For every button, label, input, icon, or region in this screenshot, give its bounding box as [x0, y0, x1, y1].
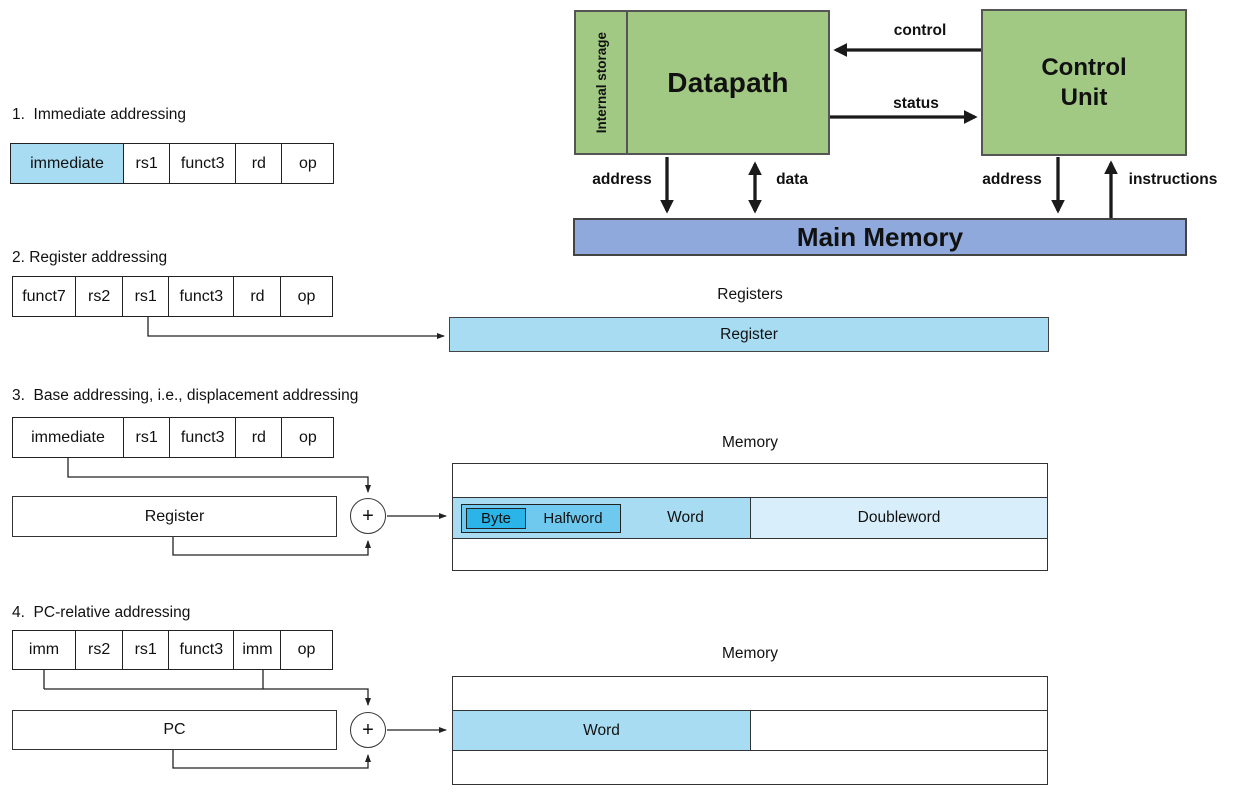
adder-circle: + — [350, 498, 386, 534]
memory-row-empty-bottom — [453, 538, 1047, 570]
instruction-format-row-4: imm rs2 rs1 funct3 imm op — [12, 630, 334, 670]
field-rs2: rs2 — [74, 630, 124, 670]
field-funct3: funct3 — [167, 630, 235, 670]
memory-row-empty-top — [453, 677, 1047, 710]
field-funct3: funct3 — [169, 143, 237, 184]
control-unit-label-wrap: Control Unit — [983, 11, 1185, 154]
field-rd: rd — [233, 276, 282, 317]
register-box-label: Register — [144, 507, 205, 525]
memory-title-3: Memory — [722, 434, 778, 451]
registers-title: Registers — [717, 286, 783, 303]
control-unit-box: Control Unit — [981, 9, 1187, 156]
field-imm-2: imm — [233, 630, 282, 670]
adder-circle-2: + — [350, 712, 386, 748]
doubleword-region: Doubleword — [750, 498, 1047, 538]
empty-region — [751, 711, 1047, 750]
pc-box: PC — [12, 710, 337, 750]
halfword-label: Halfword — [543, 509, 603, 527]
rs1-to-register-connector — [147, 317, 445, 339]
instruction-format-row-2: funct7 rs2 rs1 funct3 rd op — [12, 276, 334, 317]
field-rs1: rs1 — [122, 143, 171, 184]
field-rd: rd — [234, 143, 283, 184]
field-imm: imm — [12, 630, 76, 670]
section-3-title: 3. Base addressing, i.e., displacement a… — [12, 387, 359, 404]
internal-storage-label: Internal storage — [593, 31, 609, 134]
memory-row-empty-top — [453, 464, 1047, 497]
memory-table-3: Byte Halfword Word Doubleword — [452, 463, 1048, 571]
memory-table-4: Word — [452, 676, 1048, 785]
field-op: op — [281, 417, 335, 458]
memory-row-data: Word — [453, 710, 1047, 750]
halfword-box: Byte Halfword — [461, 503, 621, 533]
field-op: op — [280, 630, 334, 670]
field-op: op — [281, 143, 335, 184]
field-rd: rd — [234, 417, 283, 458]
section-1-title: 1. Immediate addressing — [12, 106, 187, 123]
field-op: op — [280, 276, 334, 317]
immediate-to-adder-connector — [67, 458, 371, 493]
plus-sign: + — [362, 504, 374, 527]
register-box: Register — [12, 496, 337, 537]
register-to-adder-connector — [172, 537, 371, 556]
address-left-arrow-label: address — [592, 171, 652, 188]
field-immediate: immediate — [12, 417, 124, 458]
field-rs1: rs1 — [122, 276, 170, 317]
instruction-format-row-1: immediate rs1 funct3 rd op — [10, 143, 335, 184]
datapath-box: Internal storage Datapath — [574, 10, 830, 155]
section-2-title: 2. Register addressing — [12, 249, 168, 266]
field-funct7: funct7 — [12, 276, 76, 317]
data-arrow-label: data — [776, 171, 808, 188]
field-rs2: rs2 — [74, 276, 124, 317]
memory-row-data: Byte Halfword Word Doubleword — [453, 497, 1047, 538]
word-region: Byte Halfword Word — [453, 498, 750, 538]
control-arrow-label: control — [893, 22, 947, 39]
address-right-arrow-label: address — [982, 171, 1042, 188]
field-funct3: funct3 — [169, 417, 237, 458]
field-funct3: funct3 — [167, 276, 235, 317]
register-bar-label: Register — [720, 325, 778, 343]
byte-box: Byte — [466, 507, 526, 529]
field-rs1: rs1 — [122, 630, 170, 670]
word-label: Word — [667, 509, 704, 526]
control-unit-label: Control Unit — [1041, 53, 1127, 111]
instructions-arrow-label: instructions — [1128, 171, 1218, 188]
field-rs1: rs1 — [122, 417, 171, 458]
plus-sign-2: + — [362, 718, 374, 741]
instruction-format-row-3: immediate rs1 funct3 rd op — [12, 417, 335, 458]
field-immediate: immediate — [10, 143, 124, 184]
imm-to-adder-connector — [44, 688, 371, 706]
main-memory-label: Main Memory — [796, 221, 964, 252]
pc-box-label: PC — [163, 721, 186, 738]
register-bar: Register — [449, 317, 1049, 352]
memory-row-empty-bottom — [453, 750, 1047, 784]
pc-to-adder-connector — [172, 750, 371, 769]
main-memory-bar: Main Memory — [573, 218, 1187, 256]
section-4-title: 4. PC-relative addressing — [12, 604, 191, 621]
internal-storage-strip: Internal storage — [576, 12, 628, 153]
word-region: Word — [453, 711, 751, 750]
memory-title-4: Memory — [722, 645, 778, 662]
status-arrow-label: status — [893, 95, 939, 112]
datapath-label: Datapath — [667, 66, 789, 98]
